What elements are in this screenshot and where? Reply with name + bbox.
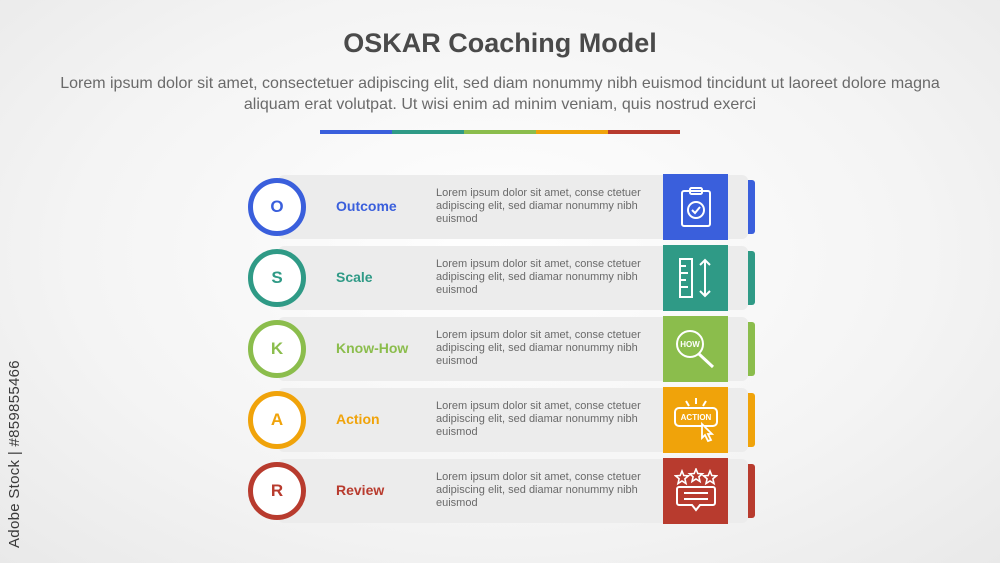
step-description: Lorem ipsum dolor sit amet, conse ctetue… (436, 258, 641, 296)
icon-box (663, 458, 728, 524)
step-letter-circle: R (248, 462, 306, 520)
side-tab (748, 180, 755, 234)
step-row-scale: S Scale Lorem ipsum dolor sit amet, cons… (248, 245, 758, 311)
step-label: Outcome (336, 198, 397, 214)
action-button-icon: ACTION (673, 398, 718, 443)
step-letter-circle: A (248, 391, 306, 449)
watermark-text: Adobe Stock | #859855466 (6, 360, 23, 548)
clipboard-check-icon (680, 187, 711, 227)
color-segment (536, 130, 608, 134)
step-row-know-how: K Know-How Lorem ipsum dolor sit amet, c… (248, 316, 758, 382)
color-segment (608, 130, 680, 134)
how-magnifier-icon: HOW (675, 330, 714, 369)
page-subtitle: Lorem ipsum dolor sit amet, consectetuer… (60, 75, 940, 113)
step-letter-circle: O (248, 178, 306, 236)
icon-box: HOW (663, 316, 728, 382)
step-row-outcome: O Outcome Lorem ipsum dolor sit amet, co… (248, 174, 758, 240)
step-description: Lorem ipsum dolor sit amet, conse ctetue… (436, 187, 641, 225)
ruler-icon (678, 258, 711, 298)
color-divider (320, 130, 680, 134)
step-description: Lorem ipsum dolor sit amet, conse ctetue… (436, 400, 641, 438)
step-letter-circle: S (248, 249, 306, 307)
color-segment (392, 130, 464, 134)
icon-box (663, 245, 728, 311)
icon-text: ACTION (680, 413, 711, 422)
step-letter-circle: K (248, 320, 306, 378)
side-tab (748, 322, 755, 376)
color-segment (320, 130, 392, 134)
color-segment (464, 130, 536, 134)
side-tab (748, 464, 755, 518)
icon-box (663, 174, 728, 240)
side-tab (748, 393, 755, 447)
step-description: Lorem ipsum dolor sit amet, conse ctetue… (436, 329, 641, 367)
review-stars-icon (673, 468, 718, 512)
step-label: Scale (336, 269, 373, 285)
side-tab (748, 251, 755, 305)
step-label: Review (336, 482, 385, 498)
step-label: Know-How (336, 340, 409, 356)
page-title: OSKAR Coaching Model (343, 28, 657, 58)
icon-box: ACTION (663, 387, 728, 453)
icon-text: HOW (680, 340, 700, 349)
step-label: Action (336, 411, 380, 427)
step-row-action: A Action Lorem ipsum dolor sit amet, con… (248, 387, 758, 453)
step-row-review: R Review Lorem ipsum dolor sit amet, con… (248, 458, 758, 524)
step-description: Lorem ipsum dolor sit amet, conse ctetue… (436, 471, 641, 509)
